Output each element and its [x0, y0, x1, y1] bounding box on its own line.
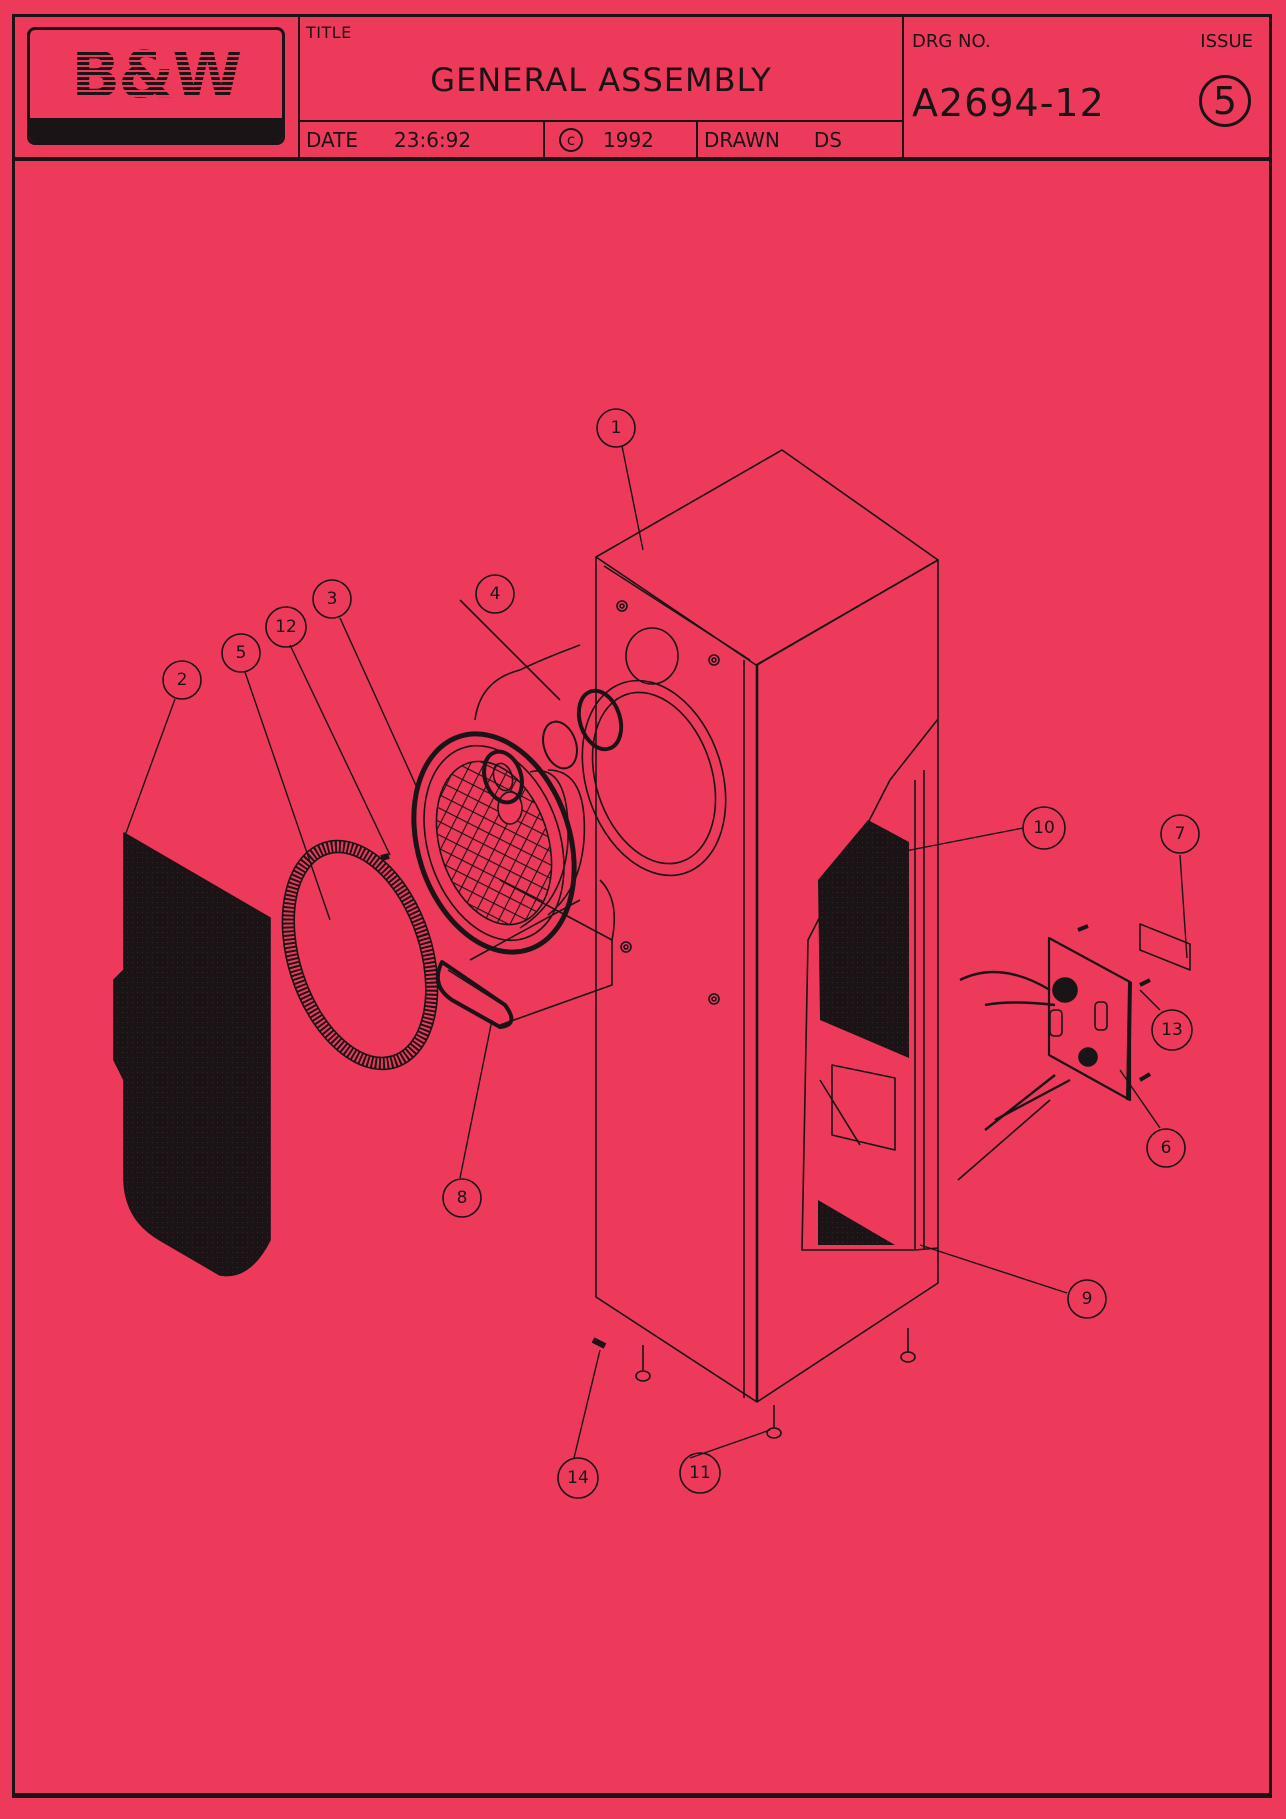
copyright-icon: c [559, 127, 583, 152]
issue-label: ISSUE [1200, 31, 1253, 52]
balloon-1: 1 [596, 408, 636, 448]
copyright-year: 1992 [603, 127, 654, 152]
balloon-9: 9 [1067, 1279, 1107, 1319]
svg-text:8: 8 [457, 1188, 468, 1208]
balloon-12: 12 [265, 606, 307, 648]
meta-row: DATE 23:6:92 c 1992 DRAWN DS [300, 120, 902, 157]
title-cell: TITLE GENERAL ASSEMBLY DATE 23:6:92 c 19… [300, 17, 904, 157]
logo-underbar [30, 118, 282, 142]
title-label: TITLE [306, 23, 352, 42]
svg-text:2: 2 [177, 670, 188, 690]
copyright-cell: c 1992 [545, 122, 698, 157]
logo-cell: B&W [15, 17, 300, 157]
label-part-7 [1139, 923, 1191, 971]
balloon-2: 2 [162, 660, 202, 700]
date-label: DATE [306, 127, 359, 152]
drawn-label: DRAWN [704, 127, 780, 152]
issue-value: 5 [1199, 75, 1251, 127]
balloon-11: 11 [679, 1452, 721, 1494]
bass-driver-part-3 [411, 731, 586, 955]
svg-text:5: 5 [236, 643, 247, 663]
gasket-part-5 [281, 839, 439, 1071]
svg-text:7: 7 [1175, 824, 1186, 844]
balloon-4: 4 [475, 574, 515, 614]
date-cell: DATE 23:6:92 [300, 122, 545, 157]
balloon-5: 5 [221, 633, 261, 673]
balloon-13: 13 [1151, 1009, 1193, 1051]
svg-text:3: 3 [327, 589, 338, 609]
drawing-sheet-border: B&W TITLE GENERAL ASSEMBLY DATE 23:6:92 … [12, 14, 1272, 1798]
svg-text:9: 9 [1082, 1289, 1093, 1309]
port-tube-part-8 [435, 879, 616, 1029]
cabinet-part-1 [581, 449, 939, 1403]
drawing-number-cell: DRG NO. ISSUE A2694-12 5 [904, 17, 1269, 157]
svg-text:11: 11 [689, 1463, 711, 1483]
svg-text:13: 13 [1161, 1020, 1183, 1040]
front-grille-part-2 [113, 832, 271, 1277]
balloon-7: 7 [1160, 814, 1200, 854]
crossover-part-6 [957, 924, 1152, 1181]
screw-part-12 [380, 853, 390, 861]
svg-text:12: 12 [275, 617, 297, 637]
leader-lines [125, 445, 1188, 1459]
svg-text:4: 4 [490, 584, 501, 604]
drg-no-label: DRG NO. [912, 31, 991, 52]
logo-text: B&W [71, 39, 242, 113]
title-block: B&W TITLE GENERAL ASSEMBLY DATE 23:6:92 … [15, 17, 1269, 161]
svg-text:10: 10 [1033, 818, 1055, 838]
feet-part-11 [635, 1328, 916, 1439]
balloon-8: 8 [442, 1178, 482, 1218]
balloon-10: 10 [1022, 806, 1066, 850]
pin-part-14 [591, 1337, 607, 1349]
brand-logo: B&W [27, 27, 285, 145]
drg-no-value: A2694-12 [912, 81, 1105, 125]
balloon-3: 3 [312, 579, 352, 619]
svg-text:1: 1 [611, 418, 622, 438]
svg-text:6: 6 [1161, 1138, 1172, 1158]
svg-text:14: 14 [567, 1468, 589, 1488]
tweeter-part-4 [459, 599, 624, 805]
drawing-title: GENERAL ASSEMBLY [430, 61, 772, 99]
drawn-by: DS [813, 127, 842, 152]
date-value: 23:6:92 [394, 127, 472, 152]
drawn-cell: DRAWN DS [698, 122, 902, 157]
balloon-6: 6 [1146, 1128, 1186, 1168]
balloon-14: 14 [557, 1457, 599, 1499]
